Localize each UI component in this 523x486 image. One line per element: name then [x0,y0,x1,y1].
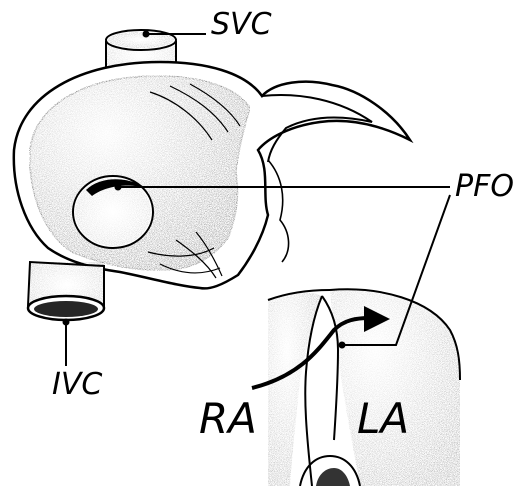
svc-label: SVC [211,10,272,40]
la-label: LA [357,398,409,440]
atrial-chamber [30,76,250,270]
right-atrium-view [14,30,410,320]
ra-label: RA [199,398,257,440]
ivc-label: IVC [52,370,102,400]
septum-detail-view [252,289,460,486]
pfo-label: PFO [455,172,514,202]
ivc-vessel [28,262,104,320]
